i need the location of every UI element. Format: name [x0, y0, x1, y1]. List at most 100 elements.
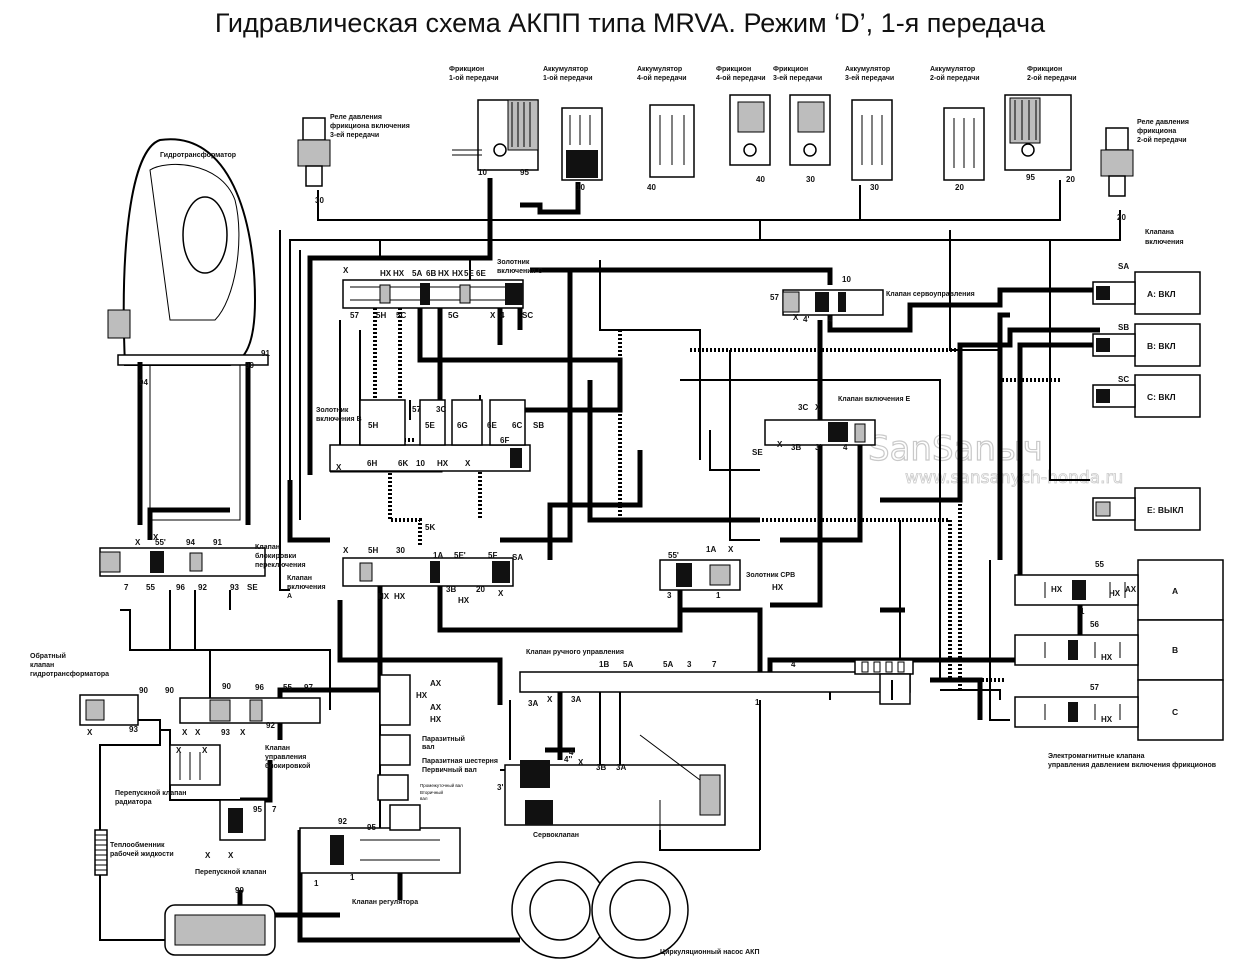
port-code-label: 30 [870, 183, 879, 192]
port-code-label: 10 [416, 459, 425, 468]
cooler-label-2: рабочей жидкости [110, 850, 174, 858]
port-code-label: 5H [368, 421, 378, 430]
port-code-label: 97 [304, 683, 313, 692]
port-code-label: 3B [446, 585, 456, 594]
pressure-switch-2nd [1100, 127, 1134, 197]
port-code-label: 92 [266, 721, 275, 730]
port-code-label: 1 [716, 591, 721, 600]
port-code-label: 6H [367, 459, 377, 468]
servo-control-label: Клапан сервоуправления [886, 291, 975, 298]
secondary-shaft-label: Вторичный [420, 789, 443, 795]
clutch-3rd [789, 94, 831, 166]
solenoid-a-code: SA [1118, 262, 1129, 271]
linear-solenoid-b-label: B [1172, 645, 1178, 655]
port-code-label: X [195, 728, 201, 737]
port-code-label: 95 [520, 168, 529, 177]
shift-valve-a-label-2: включения [287, 584, 326, 591]
relay-3rd-l1: Реле давления [330, 114, 382, 121]
atf-strainer [164, 904, 276, 956]
port-code-label: 10 [842, 275, 851, 284]
stator-shaft-label: Паразитный [422, 735, 465, 743]
port-code-label: 1 [1080, 607, 1085, 616]
clutch-4th-label-2: 4-ой передачи [716, 74, 766, 82]
shift-solenoid-e [1092, 487, 1201, 531]
port-code-label: 6K [398, 459, 408, 468]
port-code-label: AX [430, 703, 442, 712]
port-code-label: 1A [706, 545, 716, 554]
solenoids-label-2: управления давлением включения фрикционо… [1048, 762, 1217, 769]
lockup-shift-label: Клапан [255, 544, 280, 551]
linear-solenoid-c [1014, 679, 1224, 741]
port-code-label: X [176, 746, 182, 755]
radiator-relief-label: Перепускной клапан [115, 789, 186, 797]
port-code-label: 6E [487, 421, 497, 430]
clutch-1st-label-2: 1-ой передачи [449, 74, 499, 82]
acc-2nd-label-1: Аккумулятор [930, 66, 975, 73]
port-code-label: 6B [426, 269, 436, 278]
port-code-label: 3A [528, 699, 538, 708]
tc-check-valve-body [79, 694, 139, 726]
port-code-label: 10 [576, 183, 585, 192]
watermark-logo: SanSanыч [868, 429, 1043, 469]
port-code-label: 4'' [564, 755, 572, 764]
port-code-label: 3A [571, 695, 581, 704]
port-code-label: 30 [315, 196, 324, 205]
solenoid-b-state: B: ВКЛ [1147, 341, 1176, 351]
shift-valve-c-body [342, 279, 524, 309]
shift-valve-c-label: Золотник [497, 259, 530, 266]
port-code-label: 5G [448, 311, 459, 320]
acc-1st-label-2: 1-ой передачи [543, 74, 593, 82]
solenoids-label: Электромагнитные клапана [1048, 753, 1145, 760]
port-code-label: 92 [198, 583, 207, 592]
port-code-label: AX [430, 679, 442, 688]
idler-gear-label: Паразитная шестерня [422, 758, 498, 765]
shift-valve-b-label: Золотник [316, 407, 349, 414]
port-code-label: 1 [350, 873, 355, 882]
port-code-label: X [547, 695, 553, 704]
port-code-label: 96 [176, 583, 185, 592]
port-code-label: 20 [1117, 213, 1126, 222]
port-code-label: HX [1109, 589, 1121, 598]
secondary-shaft-label-2: вал [420, 796, 428, 801]
acc-2nd-label-2: 2-ой передачи [930, 74, 980, 82]
port-code-label: 94 [186, 538, 195, 547]
port-code-label: 3C [436, 405, 446, 414]
port-code-label: HX [430, 715, 442, 724]
solenoid-c-code: SC [1118, 375, 1129, 384]
watermark-url: www.sansanych-honda.ru [905, 468, 1123, 488]
port-code-label: HX [1101, 653, 1113, 662]
port-code-label: 5H [376, 311, 386, 320]
lockup-control-label: Клапан [265, 745, 290, 752]
port-code-label: 3' [815, 443, 821, 452]
port-code-label: X [578, 758, 584, 767]
pump-label: Циркуляционный насос АКП [660, 948, 760, 956]
shift-solenoid-a [1092, 271, 1201, 315]
torque-converter-label: Гидротрансформатор [160, 152, 236, 159]
acc-1st-label-1: Аккумулятор [543, 66, 588, 73]
port-code-label: 5F [488, 551, 497, 560]
clutch-2nd [1004, 94, 1072, 171]
port-code-label: X [498, 589, 504, 598]
port-code-label: 3 [667, 591, 672, 600]
port-code-label: HX [452, 269, 464, 278]
port-code-label: 3' [497, 783, 503, 792]
regulator-valve-body [299, 804, 461, 874]
linear-solenoid-c-label: C [1172, 707, 1178, 717]
stator-shaft-block [377, 674, 411, 801]
port-code-label: 4 [791, 660, 796, 669]
transfer-shaft-label: Промежуточный вал [420, 782, 463, 788]
shift-valve-e-body [764, 419, 876, 446]
relay-2nd-l3: 2-ой передачи [1137, 136, 1187, 144]
port-code-label: HX [394, 592, 406, 601]
port-code-label: X [205, 851, 211, 860]
solenoid-b-code: SB [1118, 323, 1129, 332]
servo-valve-body [504, 734, 726, 840]
port-code-label: 6F [500, 436, 509, 445]
port-code-label: SE [752, 448, 763, 457]
clutch-4th-label-1: Фрикцион [716, 66, 751, 73]
port-code-label: 57 [770, 293, 779, 302]
torque-converter [107, 138, 269, 525]
shift-solenoid-b [1092, 323, 1201, 367]
port-code-label: 90 [222, 682, 231, 691]
